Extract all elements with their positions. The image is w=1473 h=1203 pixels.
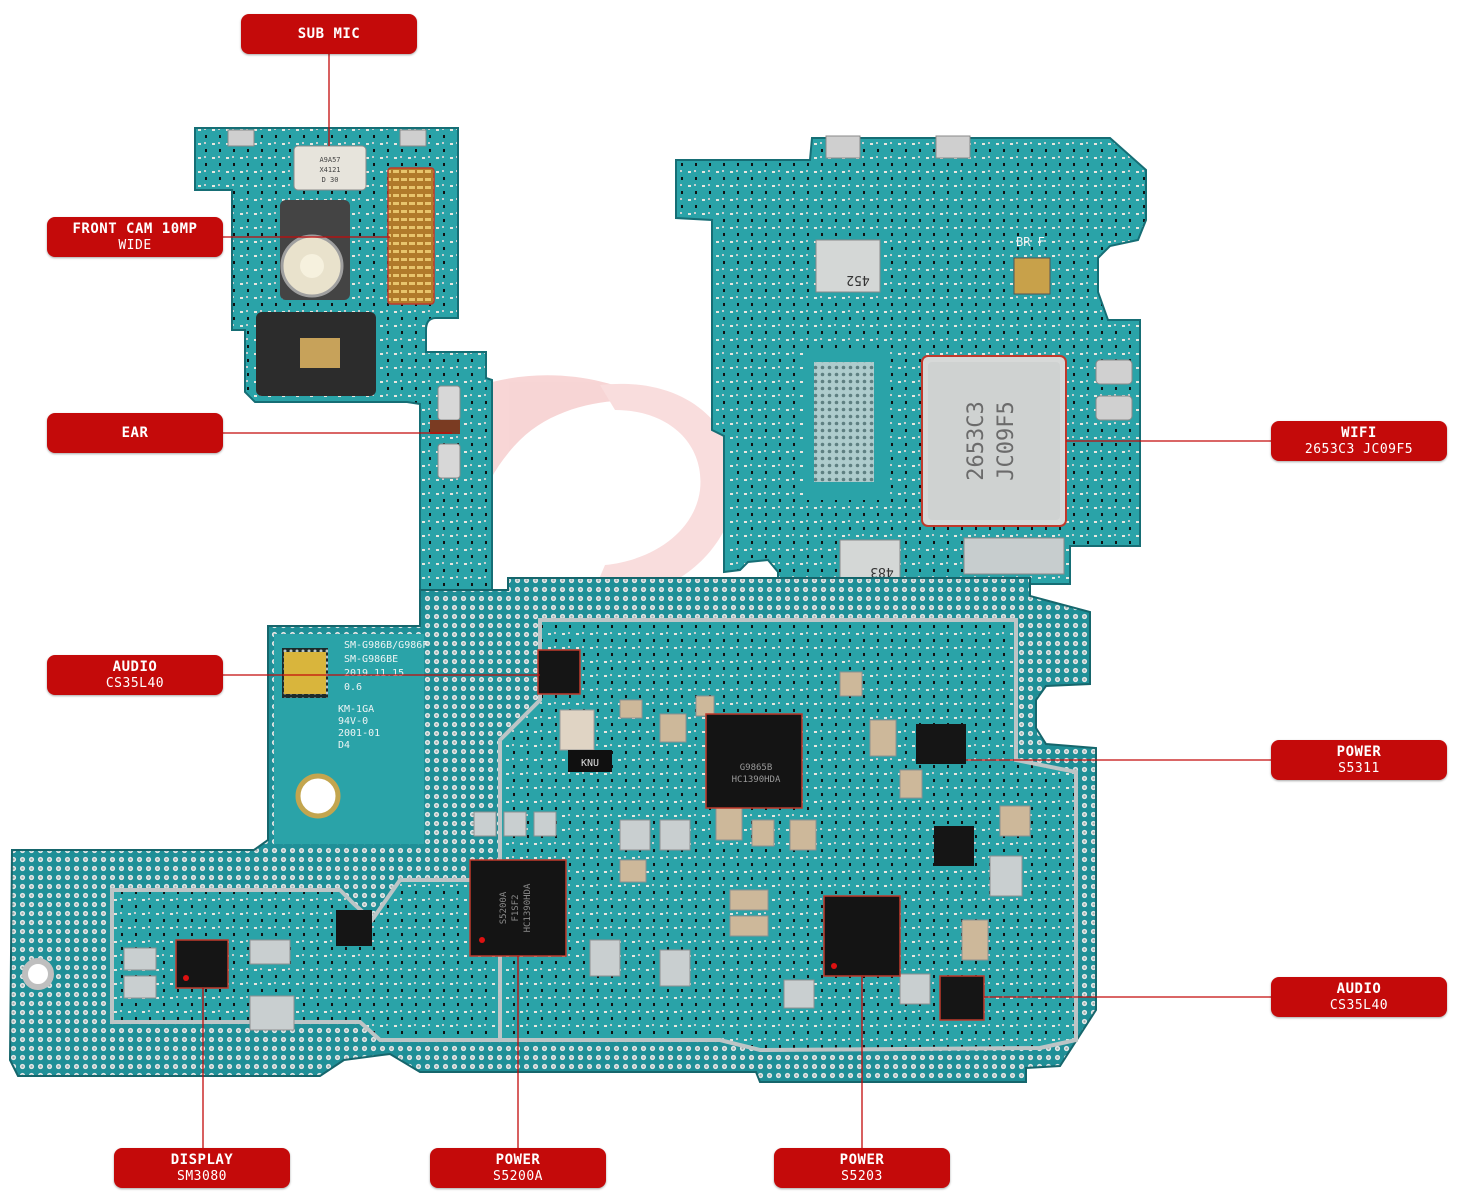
- mounting-hole-left: [22, 958, 54, 990]
- callout-display: DISPLAY SM3080: [114, 1148, 290, 1188]
- callout-audio-left-title: AUDIO: [112, 658, 158, 675]
- callout-audio-right-title: AUDIO: [1336, 980, 1382, 997]
- rev-text-2: 94V-0: [338, 716, 368, 727]
- callout-power-s5203-sub: S5203: [841, 1168, 883, 1184]
- audio-cs35l40-right-chip: [939, 975, 985, 1021]
- model-text-2: SM-G986BE: [344, 654, 398, 665]
- ear-contact: [437, 385, 461, 421]
- pcb-main-board: SM-G986B/G986F SM-G986BE 2019.11.15 0.6 …: [8, 577, 1097, 1083]
- callout-power-s5311-title: POWER: [1336, 743, 1382, 760]
- pcb-wifi-module: 452 483 BR F 2653C3 JC09F5: [675, 135, 1147, 593]
- callout-sub-mic: SUB MIC: [241, 14, 417, 54]
- small-chip-483-text: 483: [870, 564, 893, 579]
- callout-wifi-sub: 2653C3 JC09F5: [1304, 441, 1414, 457]
- callout-power-s5311: POWER S5311: [1271, 740, 1447, 780]
- rev-text-1: KM-1GA: [338, 704, 374, 715]
- knu-marking: KNU: [581, 758, 599, 769]
- br-f-marking: BR F: [1016, 235, 1045, 249]
- pmic-center-text-2: HC1390HDA: [732, 775, 781, 785]
- pmic-s5200a-text-1: S5200A: [499, 891, 509, 924]
- callout-front-cam-title: FRONT CAM 10MP: [72, 220, 198, 237]
- callout-audio-left-sub: CS35L40: [105, 675, 165, 691]
- central-pmic-chip: [705, 713, 803, 809]
- callout-front-cam: FRONT CAM 10MP WIDE: [47, 217, 223, 257]
- callout-power-s5203: POWER S5203: [774, 1148, 950, 1188]
- wifi-chip-text-2: JC09F5: [994, 401, 1019, 480]
- callout-ear: EAR: [47, 413, 223, 453]
- leader-lines: [202, 54, 1272, 1150]
- callout-display-title: DISPLAY: [170, 1151, 234, 1168]
- front-cam-connector: [387, 167, 435, 305]
- sub-mic-component: [293, 145, 367, 191]
- callout-audio-right: AUDIO CS35L40: [1271, 977, 1447, 1017]
- rev-text-4: D4: [338, 740, 350, 751]
- pmic-center-text-1: G9865B: [740, 763, 773, 773]
- callout-power-s5200a: POWER S5200A: [430, 1148, 606, 1188]
- small-chip-483: [839, 539, 901, 585]
- display-sm3080-chip: [175, 939, 229, 989]
- model-text-1: SM-G986B/G986F: [344, 640, 428, 651]
- callout-audio-right-sub: CS35L40: [1329, 997, 1389, 1013]
- model-text-4: 0.6: [344, 682, 362, 693]
- callout-power-s5200a-title: POWER: [495, 1151, 541, 1168]
- pmic-s5200a-text-2: F1SF2: [511, 894, 521, 921]
- pcb-camera-module: A9A57 X4121 D 30: [194, 127, 493, 591]
- mic-chip-text-1: A9A57: [319, 156, 340, 164]
- callout-ear-title: EAR: [121, 424, 149, 441]
- mic-chip-text-2: X4121: [319, 166, 340, 174]
- pmic-s5200a-text-3: HC1390HDA: [523, 883, 533, 932]
- small-chip-452: [815, 239, 881, 293]
- callout-power-s5203-title: POWER: [839, 1151, 885, 1168]
- rev-text-3: 2001-01: [338, 728, 380, 739]
- audio-cs35l40-left-chip: [537, 649, 581, 695]
- callout-power-s5311-sub: S5311: [1338, 760, 1380, 776]
- mounting-hole: [295, 773, 341, 819]
- power-s5311-chip: [916, 724, 966, 764]
- callout-display-sub: SM3080: [177, 1168, 227, 1184]
- small-chip-452-text: 452: [846, 272, 869, 287]
- callout-power-s5200a-sub: S5200A: [493, 1168, 543, 1184]
- mic-chip-text-3: D 30: [322, 176, 339, 184]
- power-s5200a-chip: [469, 859, 567, 957]
- callout-wifi-title: WIFI: [1341, 424, 1377, 441]
- model-text-3: 2019.11.15: [344, 668, 404, 679]
- callout-audio-left: AUDIO CS35L40: [47, 655, 223, 695]
- wifi-chip-text-1: 2653C3: [964, 401, 989, 480]
- callout-front-cam-sub: WIDE: [118, 237, 152, 253]
- callout-wifi: WIFI 2653C3 JC09F5: [1271, 421, 1447, 461]
- callout-sub-mic-title: SUB MIC: [297, 25, 361, 42]
